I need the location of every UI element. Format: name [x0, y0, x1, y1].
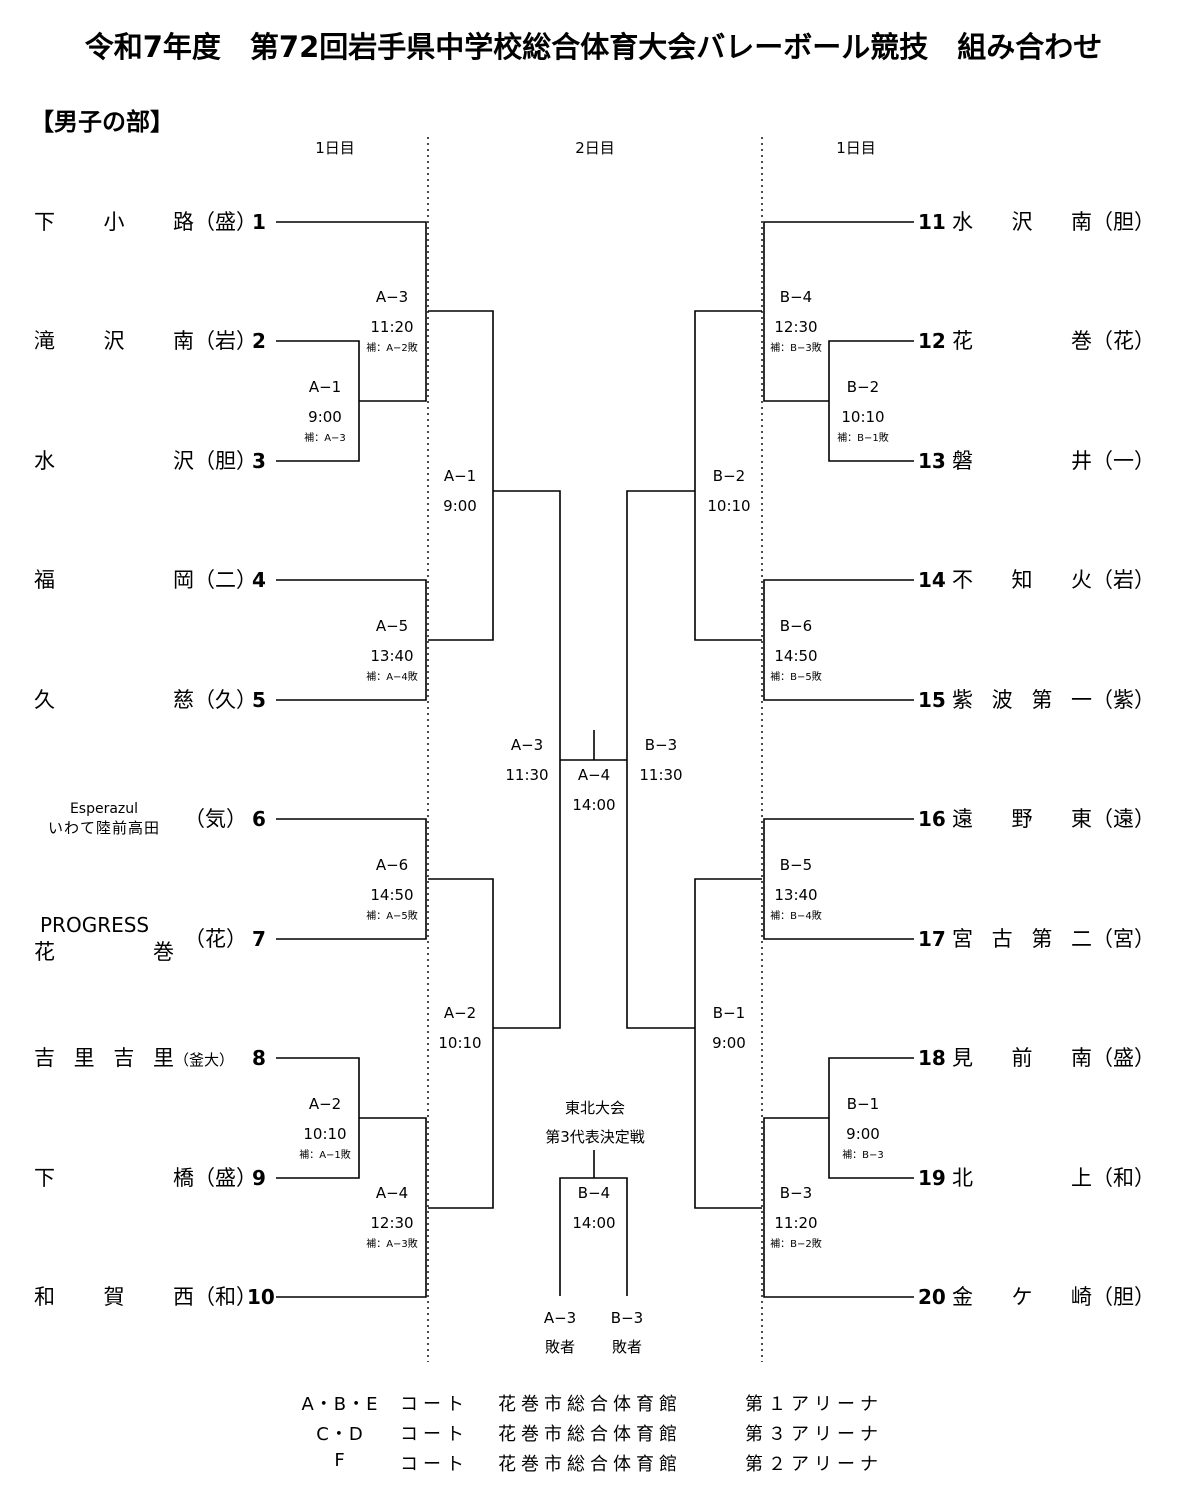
match-label-right-b6: B−6 14:50 補：B−5敗 — [770, 617, 822, 683]
loser-label-a3: A−3 敗者 — [543, 1309, 577, 1356]
right-team-number-15: 15 — [918, 688, 946, 712]
court-row-3-arena: 第２アリーナ — [745, 1454, 883, 1475]
match-label-left-a6: A−6 14:50 補：A−5敗 — [366, 856, 418, 922]
match-label-right-b2: B−2 10:10 補：B−1敗 — [837, 378, 889, 444]
match-label-left-a5: A−5 13:40 補：A−4敗 — [366, 617, 418, 683]
day-label-right: 1日目 — [836, 139, 876, 157]
right-team-number-20: 20 — [918, 1285, 946, 1309]
left-team-number-8: 8 — [252, 1046, 266, 1070]
left-team-number-7: 7 — [252, 927, 266, 951]
right-team-14: 不知火（岩） — [952, 568, 1155, 592]
left-team-7-name-top: PROGRESS — [40, 913, 150, 937]
tohoku-title: 東北大会 第3代表決定戦 — [545, 1099, 645, 1146]
match-label-day2-b1: B−1 9:00 — [712, 1004, 746, 1052]
left-team-3: 水沢（胆） — [34, 449, 257, 473]
match-label-day2-a1: A−1 9:00 — [443, 467, 477, 515]
left-team-5: 久慈（久） — [34, 688, 257, 712]
right-team-17: 宮古第二（宮） — [952, 927, 1155, 951]
right-team-13: 磐井（一） — [952, 449, 1155, 473]
match-label-day2-a2: A−2 10:10 — [438, 1004, 482, 1052]
court-row-1-courts: A・B・E — [301, 1394, 379, 1415]
left-team-number-6: 6 — [252, 807, 266, 831]
right-team-16: 遠野東（遠） — [952, 807, 1155, 831]
match-label-day2-b3: B−3 11:30 — [639, 736, 683, 784]
right-team-20: 金ケ崎（胆） — [952, 1285, 1155, 1309]
left-team-number-3: 3 — [252, 449, 266, 473]
match-label-right-b4: B−4 12:30 補：B−3敗 — [770, 288, 822, 354]
left-team-number-2: 2 — [252, 329, 266, 353]
court-row-2-arena: 第３アリーナ — [745, 1424, 883, 1445]
court-row-2-venue: 花巻市総合体育館 — [498, 1424, 682, 1445]
match-label-left-a4: A−4 12:30 補：A−3敗 — [366, 1184, 418, 1250]
match-label-third-place: B−4 14:00 — [572, 1184, 616, 1232]
right-team-15: 紫波第一（紫） — [952, 688, 1155, 712]
court-row-1-label: コート — [400, 1394, 469, 1415]
court-row-3-venue: 花巻市総合体育館 — [498, 1454, 682, 1475]
court-row-1-venue: 花巻市総合体育館 — [498, 1394, 682, 1415]
right-team-18: 見前南（盛） — [952, 1046, 1155, 1070]
match-label-right-b5: B−5 13:40 補：B−4敗 — [770, 856, 822, 922]
right-team-number-14: 14 — [918, 568, 946, 592]
left-team-number-9: 9 — [252, 1166, 266, 1190]
left-team-8: 吉里吉里（釜大） — [34, 1046, 235, 1070]
match-label-right-b3: B−3 11:20 補：B−2敗 — [770, 1184, 822, 1250]
left-team-7-name: 花巻 — [34, 940, 174, 964]
right-team-11: 水沢南（胆） — [952, 210, 1155, 234]
left-team-number-4: 4 — [252, 568, 266, 592]
section-heading: 【男子の部】 — [30, 108, 174, 136]
right-team-number-18: 18 — [918, 1046, 946, 1070]
right-team-number-13: 13 — [918, 449, 946, 473]
match-label-day2-b2: B−2 10:10 — [707, 467, 751, 515]
left-team-4: 福岡（二） — [34, 568, 257, 592]
court-row-3-courts: F — [334, 1450, 346, 1471]
right-team-number-12: 12 — [918, 329, 946, 353]
match-label-day2-a3: A−3 11:30 — [505, 736, 549, 784]
court-row-2-label: コート — [400, 1424, 469, 1445]
day-label-left: 1日目 — [315, 139, 355, 157]
loser-label-b3: B−3 敗者 — [610, 1309, 644, 1356]
left-team-number-10: 10 — [247, 1285, 275, 1309]
left-team-9: 下橋（盛） — [34, 1166, 257, 1190]
right-team-number-19: 19 — [918, 1166, 946, 1190]
left-team-7-pref: （花） — [184, 927, 247, 951]
left-team-1: 下小路（盛） — [34, 210, 257, 234]
left-team-2: 滝沢南（岩） — [34, 329, 257, 353]
left-team-10: 和賀西（和） — [34, 1285, 257, 1309]
right-team-12: 花巻（花） — [952, 329, 1155, 353]
right-team-number-16: 16 — [918, 807, 946, 831]
left-team-6-name: いわて陸前高田 — [47, 819, 160, 837]
match-label-left-a1: A−1 9:00 補：A−3 — [304, 378, 346, 444]
right-team-19: 北上（和） — [952, 1166, 1155, 1190]
match-label-final: A−4 14:00 — [572, 766, 616, 814]
left-team-6-pref: （気） — [184, 807, 247, 831]
left-team-number-5: 5 — [252, 688, 266, 712]
page-title: 令和7年度 第72回岩手県中学校総合体育大会バレーボール競技 組み合わせ — [84, 30, 1103, 64]
match-label-right-b1: B−1 9:00 補：B−3 — [842, 1095, 884, 1161]
match-label-left-a2: A−2 10:10 補：A−1敗 — [299, 1095, 351, 1161]
right-team-number-11: 11 — [918, 210, 946, 234]
day-label-center: 2日目 — [575, 139, 615, 157]
right-team-number-17: 17 — [918, 927, 946, 951]
left-team-number-1: 1 — [252, 210, 266, 234]
match-label-left-a3: A−3 11:20 補：A−2敗 — [366, 288, 418, 354]
court-row-1-arena: 第１アリーナ — [745, 1394, 883, 1415]
court-row-2-courts: C・D — [316, 1424, 364, 1445]
court-row-3-label: コート — [400, 1454, 469, 1475]
left-team-6-name-top: Esperazul — [69, 801, 139, 817]
